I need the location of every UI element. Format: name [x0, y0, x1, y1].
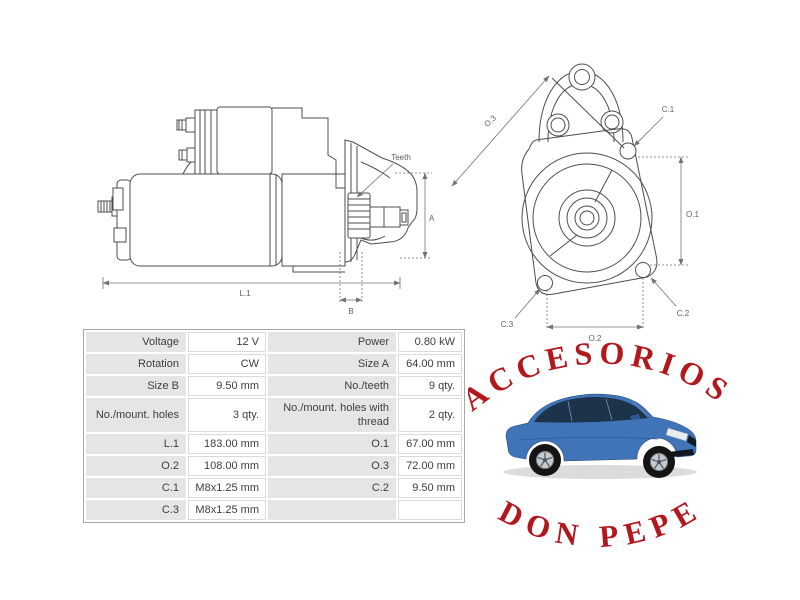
- spec-label-cell: Size A: [268, 354, 396, 374]
- spec-row: No./mount. holes 3 qty. No./mount. holes…: [86, 398, 462, 432]
- terminal-stud-lower: [178, 149, 188, 161]
- top-hole: [574, 69, 590, 85]
- spec-table: Voltage 12 V Power 0.80 kW Rotation CW S…: [83, 329, 465, 523]
- car-front-wheel: [643, 446, 675, 478]
- spec-label-cell: [268, 500, 396, 520]
- spec-row: C.3 M8x1.25 mm: [86, 500, 462, 520]
- dimension-b-label: B: [348, 307, 353, 316]
- front-view-dimensions: O.3 C.1 O.1 C.2 C.3 O.2: [451, 75, 699, 343]
- spec-value-cell: 67.00 mm: [398, 434, 462, 454]
- mount-hole-bottom-right: [635, 262, 651, 278]
- spec-value-cell: 2 qty.: [398, 398, 462, 432]
- spec-value-cell: 72.00 mm: [398, 456, 462, 476]
- spec-label-cell: No./mount. holes: [86, 398, 186, 432]
- spec-value-cell: 108.00 mm: [188, 456, 266, 476]
- solenoid-cap: [194, 109, 220, 175]
- pinion-gear: [347, 192, 371, 239]
- spec-label-cell: O.3: [268, 456, 396, 476]
- teeth-leader-line: [356, 163, 394, 198]
- spec-label-cell: Power: [268, 332, 396, 352]
- dimension-a-label: A: [429, 214, 435, 223]
- spec-label-cell: O.1: [268, 434, 396, 454]
- spec-label-cell: C.1: [86, 478, 186, 498]
- logo-arc-text-bottom: DON PEPE: [493, 490, 708, 554]
- c3-leader-line: [514, 288, 541, 319]
- car-pillars: [567, 398, 649, 422]
- dealer-logo: ACCESORIOS DON PEPE: [468, 334, 733, 554]
- spec-value-cell: M8x1.25 mm: [188, 478, 266, 498]
- spec-row: Voltage 12 V Power 0.80 kW: [86, 332, 462, 352]
- spec-value-cell: 9.50 mm: [188, 376, 266, 396]
- spec-value-cell: 0.80 kW: [398, 332, 462, 352]
- dimension-o3-label: O.3: [483, 113, 499, 129]
- spec-value-cell: 12 V: [188, 332, 266, 352]
- spec-value-cell: M8x1.25 mm: [188, 500, 266, 520]
- spec-label-cell: No./mount. holes with thread: [268, 398, 396, 432]
- spec-value-cell: 9 qty.: [398, 376, 462, 396]
- spec-value-cell: 3 qty.: [188, 398, 266, 432]
- dimension-o2-label: O.2: [589, 334, 602, 343]
- c2-leader-line: [650, 277, 677, 307]
- motor-cylinder: [129, 173, 283, 267]
- starter-side-view-drawing: Teeth A L.1 B: [97, 106, 435, 316]
- spec-label-cell: L.1: [86, 434, 186, 454]
- car-mirror: [630, 414, 640, 420]
- car-glasshouse: [534, 397, 649, 423]
- dimension-l1-label: L.1: [239, 289, 251, 298]
- left-ear-hole: [550, 117, 566, 133]
- spec-value-cell: 64.00 mm: [398, 354, 462, 374]
- car-headlight: [665, 427, 689, 442]
- bearing-circles: [521, 152, 653, 284]
- logo-bottom-text: DON PEPE: [493, 490, 700, 554]
- mounting-bracket: [272, 107, 345, 189]
- spec-value-cell: 183.00 mm: [188, 434, 266, 454]
- spec-value-cell: [398, 500, 462, 520]
- spec-label-cell: Rotation: [86, 354, 186, 374]
- mount-hole-top-right: [619, 142, 637, 160]
- spec-row: Size B 9.50 mm No./teeth 9 qty.: [86, 376, 462, 396]
- spec-label-cell: No./teeth: [268, 376, 396, 396]
- starter-motor-body: [97, 106, 418, 273]
- teeth-label: Teeth: [391, 153, 411, 162]
- dimension-o1-label: O.1: [686, 210, 699, 219]
- spec-label-cell: Size B: [86, 376, 186, 396]
- dimension-o3-line: [451, 75, 550, 187]
- spec-row: O.2 108.00 mm O.3 72.00 mm: [86, 456, 462, 476]
- spec-label-cell: C.2: [268, 478, 396, 498]
- starter-front-view-drawing: O.3 C.1 O.1 C.2 C.3 O.2: [451, 63, 699, 343]
- spec-label-cell: O.2: [86, 456, 186, 476]
- car-rear-wheel: [529, 444, 561, 476]
- pinion-shaft: [369, 206, 401, 228]
- spec-value-cell: CW: [188, 354, 266, 374]
- flange-front-view: [521, 63, 658, 295]
- solenoid: [216, 106, 273, 175]
- car-body-crease: [519, 436, 659, 441]
- right-ear-hole: [604, 114, 620, 130]
- car-image: [503, 393, 697, 479]
- spec-label-cell: C.3: [86, 500, 186, 520]
- spec-row: C.1 M8x1.25 mm C.2 9.50 mm: [86, 478, 462, 498]
- dimension-c3-label: C.3: [501, 320, 514, 329]
- dimension-c1-label: C.1: [662, 105, 675, 114]
- mount-hole-bottom-left: [537, 275, 553, 291]
- car-grille: [687, 435, 696, 447]
- c1-leader-line: [633, 116, 664, 147]
- spec-row: Rotation CW Size A 64.00 mm: [86, 354, 462, 374]
- dimension-c2-label: C.2: [677, 309, 690, 318]
- spec-value-cell: 9.50 mm: [398, 478, 462, 498]
- spec-label-cell: Voltage: [86, 332, 186, 352]
- side-view-dimensions: Teeth A L.1 B: [102, 153, 435, 316]
- spec-row: L.1 183.00 mm O.1 67.00 mm: [86, 434, 462, 454]
